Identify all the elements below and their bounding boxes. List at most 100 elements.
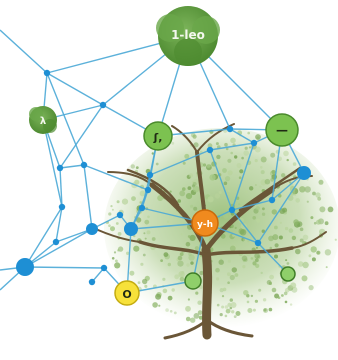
- right-green-node[interactable]: —: [265, 113, 299, 147]
- canopy-leaf: [209, 174, 216, 181]
- canopy-leaf: [230, 244, 237, 251]
- canopy-leaf: [284, 226, 289, 231]
- canopy-leaf: [254, 159, 258, 163]
- canopy-leaf: [282, 207, 288, 213]
- orange-node[interactable]: y-h: [191, 209, 219, 237]
- network-edge: [257, 172, 305, 244]
- canopy-leaf: [223, 181, 228, 186]
- canopy-leaf: [235, 311, 241, 316]
- canopy-leaf: [222, 168, 227, 173]
- green-node-lower-left[interactable]: [184, 272, 202, 290]
- canopy-leaf: [334, 238, 337, 241]
- network-edge: [209, 142, 255, 151]
- canopy-leaf: [263, 308, 267, 312]
- right-green-label: —: [276, 123, 288, 137]
- center-green-node[interactable]: ʃ,: [143, 121, 173, 151]
- canopy-leaf: [230, 151, 233, 155]
- canopy-leaf: [151, 152, 154, 155]
- top-bush-node[interactable]: 1-leo: [156, 6, 220, 66]
- canopy-leaf: [315, 192, 321, 198]
- canopy-leaf: [155, 293, 162, 300]
- canopy-leaf: [140, 262, 144, 266]
- canopy-leaf: [157, 195, 164, 201]
- network-small-node: [99, 101, 107, 109]
- network-small-node: [58, 203, 66, 211]
- canopy-leaf: [294, 193, 297, 196]
- blue-node-right[interactable]: [297, 166, 311, 180]
- canopy-leaf: [129, 270, 135, 276]
- canopy-leaf: [289, 181, 292, 184]
- canopy-leaf: [271, 209, 277, 215]
- canopy-leaf: [324, 221, 329, 226]
- canopy-leaf: [227, 158, 232, 163]
- canopy-leaf: [279, 221, 282, 224]
- canopy-leaf: [218, 190, 222, 195]
- network-edge: [231, 142, 255, 211]
- canopy-leaf: [142, 278, 148, 285]
- canopy-leaf: [187, 235, 191, 238]
- green-node-lower-right[interactable]: [280, 266, 296, 282]
- canopy-leaf: [310, 216, 314, 220]
- canopy-leaf: [165, 308, 169, 312]
- canopy-leaf: [108, 224, 111, 227]
- canopy-leaf: [308, 254, 312, 258]
- canopy-leaf: [293, 219, 299, 225]
- canopy-leaf: [313, 221, 317, 225]
- canopy-leaf: [185, 241, 191, 247]
- canopy-leaf: [190, 208, 193, 211]
- canopy-leaf: [255, 134, 261, 140]
- canopy-leaf: [221, 305, 225, 309]
- canopy-leaf: [222, 287, 227, 292]
- canopy-leaf: [227, 259, 231, 263]
- canopy-leaf: [252, 261, 257, 266]
- canopy-leaf: [274, 254, 278, 259]
- canopy-leaf: [295, 198, 301, 203]
- canopy-leaf: [246, 300, 250, 304]
- canopy-leaf: [283, 150, 289, 157]
- canopy-leaf: [285, 259, 288, 262]
- canopy-leaf: [162, 277, 166, 281]
- network-small-node: [138, 204, 146, 212]
- network-small-node: [52, 238, 60, 246]
- left-bush-node[interactable]: λ: [29, 106, 57, 134]
- canopy-leaf: [316, 219, 321, 225]
- canopy-leaf: [182, 161, 186, 165]
- canopy-leaf: [185, 193, 193, 200]
- canopy-leaf: [155, 162, 159, 166]
- canopy-leaf: [179, 276, 185, 282]
- network-small-node: [146, 171, 154, 179]
- canopy-leaf: [177, 255, 183, 261]
- tree-trunk: [97, 123, 327, 340]
- canopy-leaf: [271, 287, 277, 293]
- canopy-leaf: [229, 245, 236, 252]
- canopy-leaf: [117, 246, 124, 252]
- yellow-node[interactable]: O: [114, 280, 140, 306]
- network-edge: [83, 164, 93, 230]
- canopy-leaf: [254, 184, 257, 186]
- network-edge: [24, 228, 93, 268]
- canopy-leaf: [130, 164, 135, 169]
- canopy-leaf: [216, 154, 221, 160]
- canopy-leaf: [233, 315, 237, 318]
- canopy-leaf: [236, 163, 242, 168]
- canopy-leaf: [234, 155, 238, 159]
- network-small-node: [228, 206, 236, 214]
- canopy-leaf: [192, 186, 200, 193]
- blue-node-mid[interactable]: [86, 223, 98, 235]
- canopy-leaf: [270, 152, 276, 158]
- blue-node-left[interactable]: [16, 258, 34, 276]
- canopy-leaf: [254, 299, 258, 303]
- canopy-leaf: [250, 257, 254, 260]
- canopy-leaf: [171, 141, 175, 145]
- canopy-leaf: [249, 186, 254, 191]
- canopy-leaf: [135, 217, 142, 223]
- canopy-leaf: [260, 166, 263, 169]
- canopy-leaf: [268, 307, 273, 312]
- canopy-leaf: [291, 235, 297, 241]
- network-small-node: [268, 196, 276, 204]
- canopy-leaf: [215, 142, 219, 146]
- blue-node-center[interactable]: [124, 222, 138, 236]
- canopy-leaf: [302, 261, 309, 269]
- top-bush-label: 1-leo: [171, 28, 205, 42]
- canopy-leaf: [308, 285, 314, 291]
